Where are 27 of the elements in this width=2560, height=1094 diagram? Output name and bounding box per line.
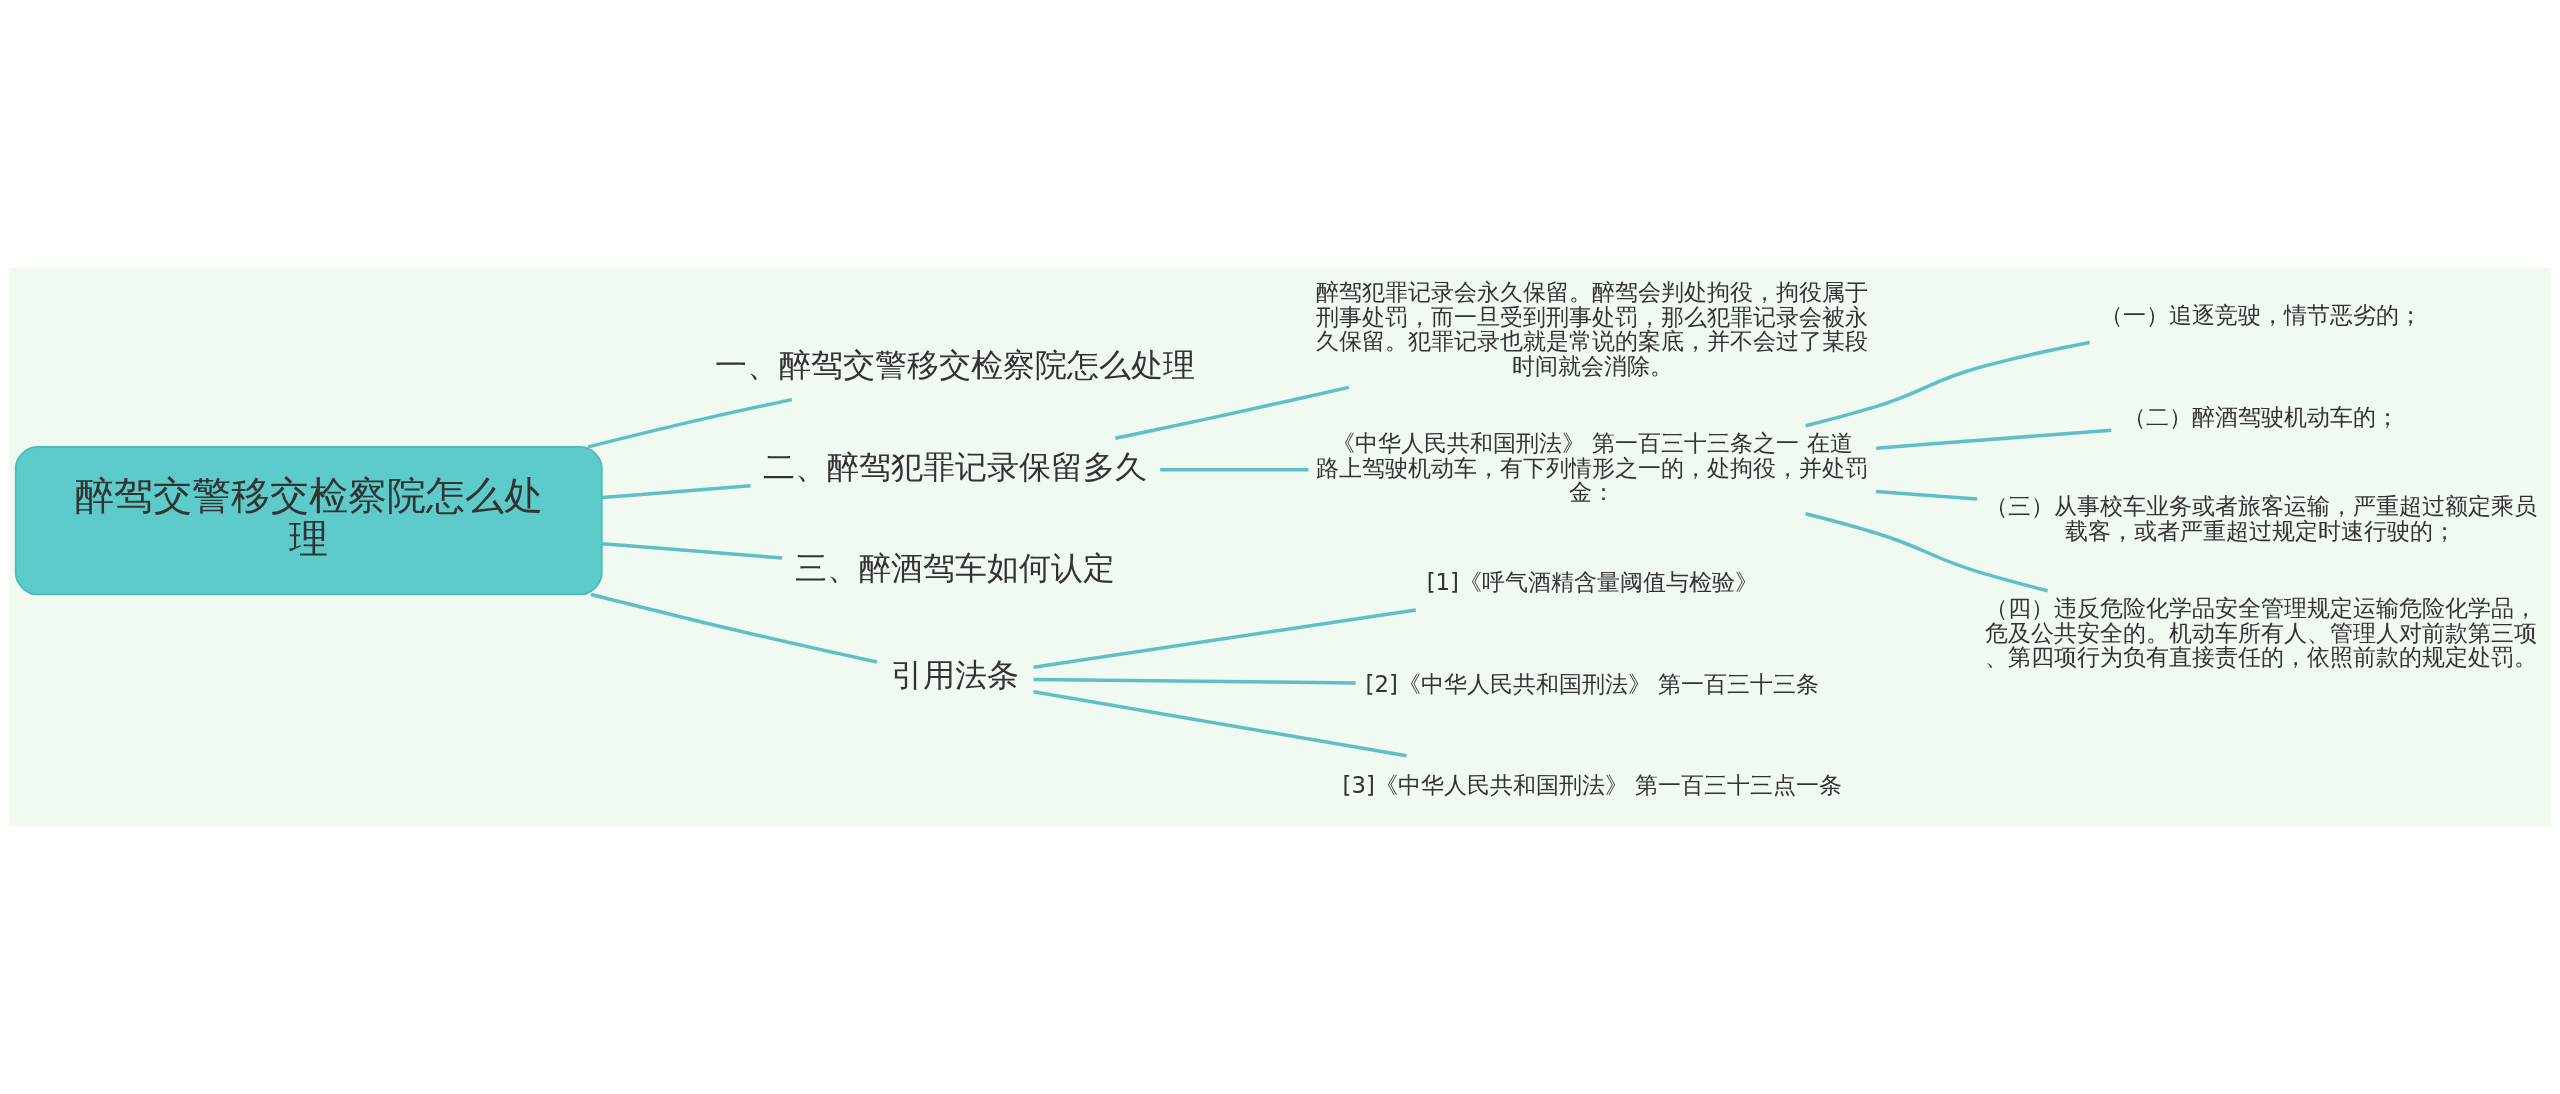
node-text: 二、醉驾犯罪记录保留多久 — [763, 448, 1148, 485]
node-text: （三）从事校车业务或者旅客运输，严重超过额定乘员载客，或者严重超过规定时速行驶的； — [1984, 493, 2537, 544]
connector — [1114, 385, 1350, 440]
node-text: 三、醉酒驾车如何认定 — [795, 550, 1116, 587]
connector — [1033, 690, 1407, 758]
node-text: （四）违反危险化学品安全管理规定运输危险化学品，危及公共安全的。机动车所有人、管理人对前款第三项、第四项行为负有直接责任的，依照前款的规定处罚。 — [1984, 595, 2537, 671]
node-text: 醉驾犯罪记录会永久保留。醉驾会判处拘役，拘役属于刑事处罚，而一旦受到刑事处罚，那么犯罪记录会被永久保留。犯罪记录也就是常说的案底，并不会过了某段时间就会消除。 — [1316, 279, 1869, 379]
connector — [601, 484, 751, 500]
connector — [1805, 512, 2049, 593]
connector — [587, 397, 793, 449]
connector — [1033, 677, 1356, 685]
node-text: [1]《呼气酒精含量阈值与检验》 — [1426, 568, 1758, 595]
node-text: （一）追逐竞驶，情节恶劣的； — [2099, 302, 2422, 329]
node-text: 引用法条 — [891, 657, 1020, 694]
connector — [1160, 468, 1309, 472]
connector — [1033, 608, 1417, 669]
connector — [1876, 489, 1978, 501]
node-text: （二）醉酒驾驶机动车的； — [2122, 403, 2399, 430]
node-text: [2]《中华人民共和国刑法》 第一百三十三条 — [1365, 670, 1820, 697]
connector — [1876, 428, 2112, 450]
node-text: 《中华人民共和国刑法》 第一百三十三条之一 在道路上驾驶机动车，有下列情形之一的，处拘役，并处罚金： — [1316, 430, 1869, 506]
node-text: [3]《中华人民共和国刑法》 第一百三十三点一条 — [1342, 772, 1843, 799]
connector — [601, 542, 783, 560]
connector — [590, 592, 878, 664]
connector — [1805, 340, 2091, 428]
node-text: 一、醉驾交警移交检察院怎么处理 — [715, 346, 1196, 383]
node-box: 醉驾交警移交检察院怎么处理 — [14, 446, 603, 596]
